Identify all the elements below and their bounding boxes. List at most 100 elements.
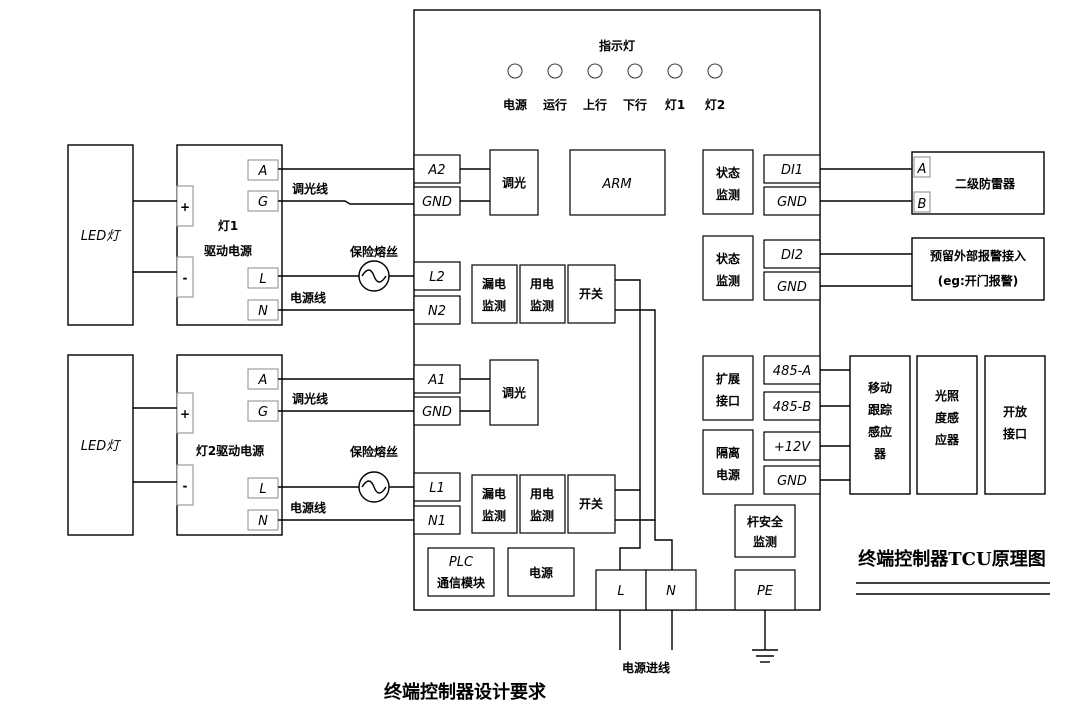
use-label: 用电 [529,276,554,291]
driver1-pin-l [247,267,279,289]
dim-label: 调光 [502,175,526,190]
surge-pin-a [913,156,931,178]
surge-pin-b [913,191,931,213]
led-lamp-label: LED灯 [81,229,121,244]
fuse-icon [358,260,390,292]
plc-module [427,547,495,597]
led-lamp1 [667,63,683,79]
power-line-label: 电源线 [290,290,326,305]
driver-plus-slot [176,392,194,434]
alarm-input [911,237,1045,301]
use-monitor-upper [519,264,566,324]
dim-label: 调光 [502,385,526,400]
ground-icon [752,610,778,663]
terminal-l2 [413,261,461,291]
isolated-label: 隔离 [716,445,740,460]
expansion-label: 扩展 [716,371,740,386]
led-label: 电源 [503,97,527,112]
motion-label: 器 [873,447,887,461]
led-label: 下行 [623,97,647,112]
use-label: 用电 [529,486,554,501]
terminal-label: L1 [429,481,445,496]
power-line-label: 电源线 [290,500,326,515]
open-port-label: 开放 [1003,404,1028,419]
terminal-label: L [617,584,624,599]
terminal-gnd-12v [763,465,821,495]
led-lamp-label: LED灯 [81,439,121,454]
led-lamp-lower [67,354,134,536]
motion-label: 感应 [868,424,892,439]
terminal-n-main [645,569,697,611]
leak-label: 监测 [482,298,506,313]
dim-line-label: 调光线 [292,181,328,196]
light-label: 光照 [934,388,959,403]
light-label: 应器 [935,432,960,447]
driver-minus-slot [176,464,194,506]
minus-label: - [183,479,188,493]
open-port [984,355,1046,495]
status-label: 状态 [716,251,740,266]
isolated-label: 电源 [716,467,740,482]
surge-protector [911,151,1045,215]
pole-safety-label: 监测 [753,534,777,549]
surge-pin-label: B [918,197,927,212]
alarm-label: 预留外部报警接入 [930,248,1026,263]
led-power [507,63,523,79]
terminal-l-main [595,569,647,611]
switch-lower [567,474,616,534]
indicator-leds [507,63,723,79]
terminal-label: N1 [428,514,446,529]
dim-box-lower [489,359,539,426]
terminal-label: DI1 [781,163,803,178]
terminal-label: GND [422,405,452,420]
minus-label: - [183,271,188,285]
terminal-label: N2 [428,304,446,319]
light-label: 度感 [935,410,959,425]
fuse-icon [358,471,390,503]
arm-label: ARM [601,177,631,192]
open-port-label: 接口 [1003,426,1027,441]
pole-safety-monitor [734,504,796,558]
terminal-gnd-upper [413,186,461,216]
terminal-gnd-di2 [763,271,821,301]
use-label: 监测 [530,298,554,313]
pin-label: L [259,272,266,287]
led-lamp2 [707,63,723,79]
driver-sub: 驱动电源 [204,243,252,258]
power-label: 电源 [529,565,553,580]
switch-label: 开关 [579,496,603,511]
arm-box [569,149,666,216]
led-label: 灯1 [665,97,685,112]
driver-minus-slot [176,256,194,298]
terminal-label: A1 [427,373,445,388]
terminal-label: L2 [429,270,445,285]
driver-name: 灯2驱动电源 [196,443,264,458]
design-caption: 终端控制器设计要求 [384,681,547,703]
terminal-485b [763,391,821,421]
pin-label: N [258,304,268,319]
driver-name: 灯1 [218,218,238,233]
alarm-sub-label: (eg:开门报警) [938,273,1019,288]
isolated-power [702,429,754,495]
pin-label: N [258,514,268,529]
led-run [547,63,563,79]
pin-label: A [258,164,268,179]
driver1-pin-a [247,159,279,181]
led-up [587,63,603,79]
use-monitor-lower [519,474,566,534]
status-monitor-2 [702,235,754,301]
driver2-pin-l [247,477,279,499]
plc-sub-label: 通信模块 [437,575,486,590]
terminal-n2 [413,295,461,325]
dim-box-upper [489,149,539,216]
plc-label: PLC [449,555,474,570]
terminal-label: 485-B [773,400,812,415]
terminal-label: +12V [774,440,811,455]
plus-label: + [180,200,190,214]
dim-line-label: 调光线 [292,391,328,406]
leak-label: 漏电 [482,276,506,291]
terminal-label: GND [777,474,807,489]
switch-upper [567,264,616,324]
terminal-label: 485-A [773,364,811,379]
